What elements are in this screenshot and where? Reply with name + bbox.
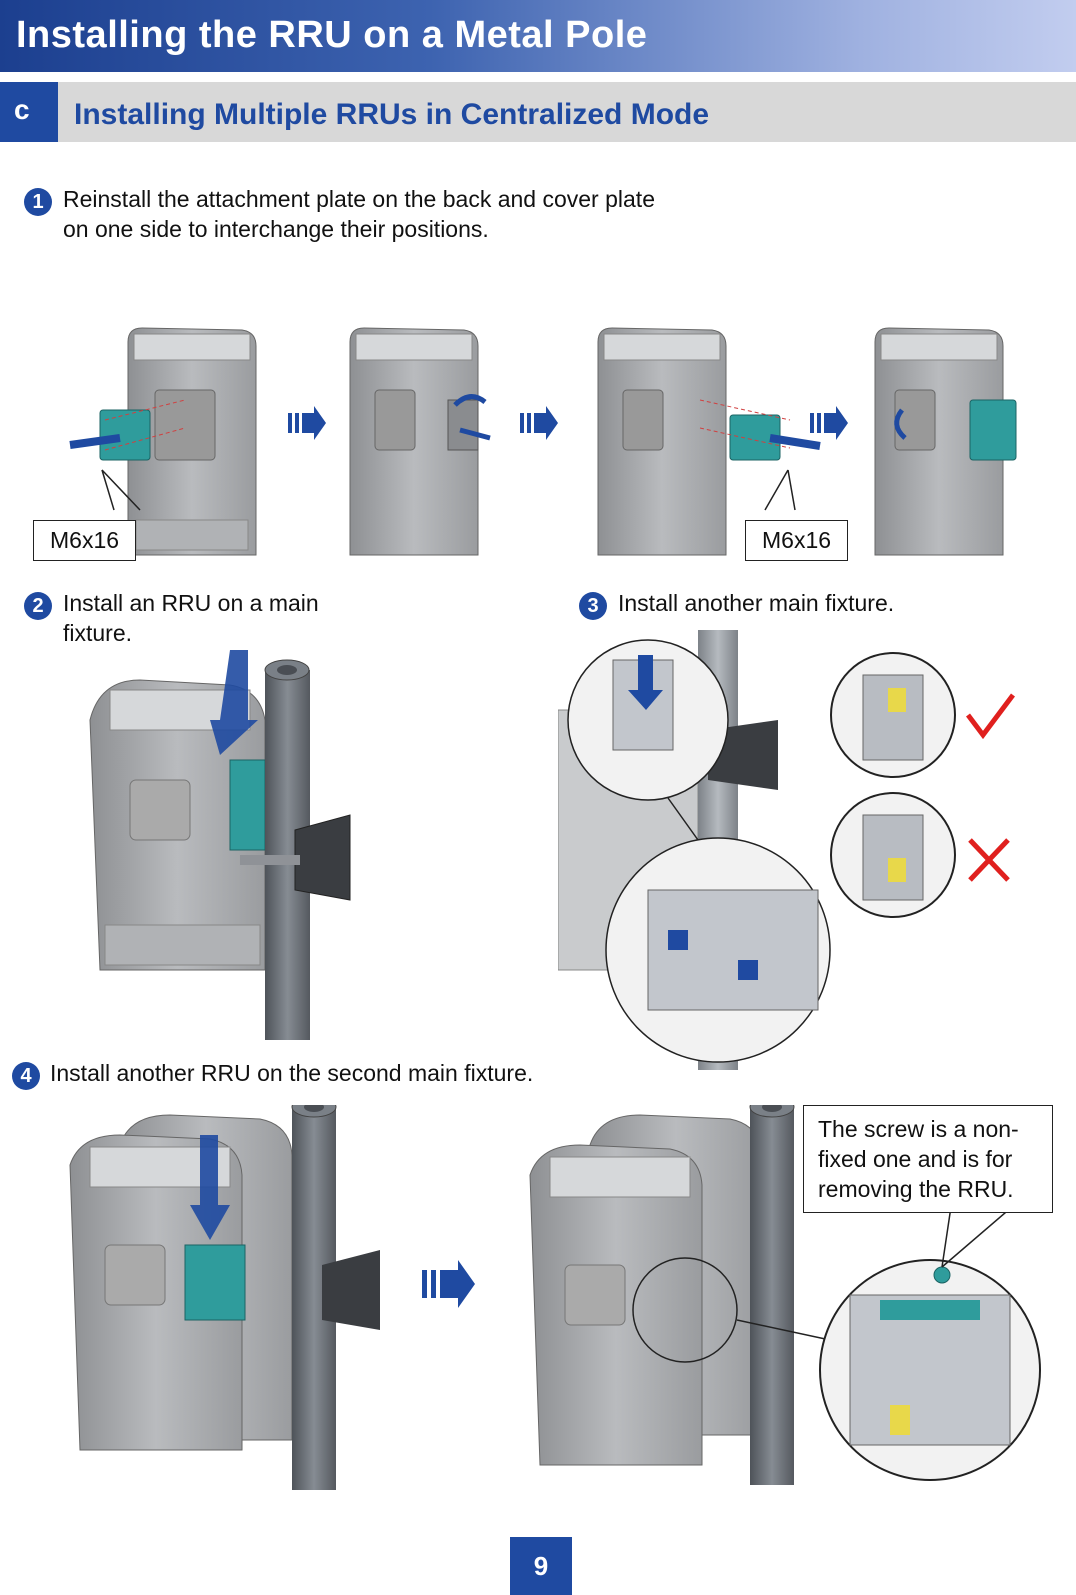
- screw-detail-circle: [819, 1259, 1041, 1481]
- correct-example: [830, 652, 956, 778]
- step-4-text: Install another RRU on the second main f…: [50, 1060, 534, 1086]
- title-bar: Installing the RRU on a Metal Pole: [0, 0, 1076, 72]
- screw-label-left: M6x16: [33, 520, 137, 561]
- screw-label-right: M6x16: [745, 520, 849, 561]
- metal-pole: [749, 1105, 795, 1485]
- page-number-box: 9: [510, 1537, 572, 1595]
- incorrect-example: [830, 792, 956, 918]
- pole-clamp: [322, 1250, 380, 1330]
- step-2-text: Install an RRU on a main fixture.: [63, 590, 319, 646]
- step-1-text: Reinstall the attachment plate on the ba…: [63, 186, 655, 242]
- main-fixture: [184, 1244, 246, 1321]
- detail-zoom-circle: [605, 837, 831, 1063]
- attachment-plate: [69, 399, 186, 461]
- section-letter: c: [14, 94, 30, 125]
- step-1-number: 1: [24, 188, 52, 216]
- arrow-right-icon: [288, 406, 326, 440]
- rru-unit: [874, 327, 1017, 556]
- main-fixture: [229, 759, 266, 851]
- step-2-illustration: [89, 650, 351, 1040]
- step-3-text: Install another main fixture.: [618, 590, 895, 616]
- cross-icon: [968, 838, 1010, 882]
- detail-zoom-circle: [632, 1257, 738, 1363]
- rru-unit: [349, 327, 491, 556]
- page-title: Installing the RRU on a Metal Pole: [16, 14, 648, 56]
- step-3-illustration: [558, 630, 1015, 1070]
- check-icon: [966, 693, 1015, 740]
- arrow-right-icon: [422, 1260, 475, 1308]
- rru-unit: [597, 327, 821, 556]
- step-2-number: 2: [24, 592, 52, 620]
- section-letter-box: c: [0, 82, 58, 142]
- step-3-number: 3: [579, 592, 607, 620]
- section-title: Installing Multiple RRUs in Centralized …: [74, 98, 710, 131]
- page-number: 9: [533, 1551, 549, 1581]
- detail-zoom-circle: [567, 639, 729, 801]
- section-bar: c Installing Multiple RRUs in Centralize…: [0, 82, 1076, 142]
- arrow-right-icon: [810, 406, 848, 440]
- rru-unit: [529, 1144, 703, 1466]
- screw-note: The screw is a non-fixed one and is for …: [803, 1105, 1053, 1213]
- rru-unit: [127, 327, 257, 556]
- arrow-right-icon: [520, 406, 558, 440]
- step-4-illustration: [69, 1105, 1041, 1490]
- pole-clamp: [240, 814, 351, 901]
- arrow-down-icon: [190, 1135, 230, 1240]
- arrow-down-icon: [210, 650, 258, 755]
- step-1-illustration: [69, 327, 1017, 556]
- step-4-number: 4: [12, 1062, 40, 1090]
